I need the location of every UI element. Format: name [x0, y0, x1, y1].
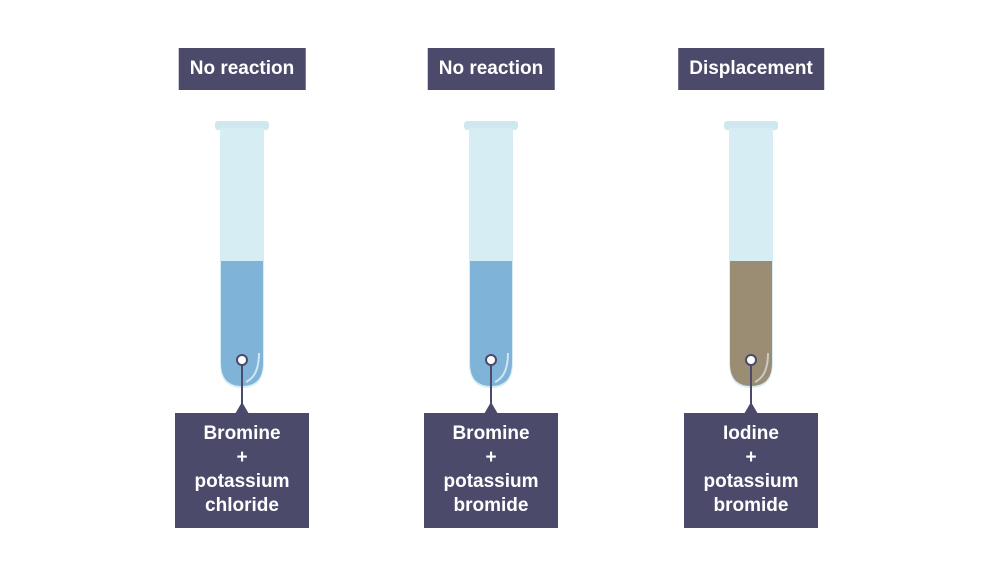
pointer-dot-icon — [745, 354, 757, 366]
reactant-name: Iodine — [723, 423, 779, 444]
test-tube-icon — [464, 121, 518, 414]
test-tube-group-2: No reaction Bromine + potassium bromide — [391, 0, 591, 567]
salt-name-line2: chloride — [205, 495, 279, 516]
result-label-1: No reaction — [178, 48, 306, 90]
reactant-name: Bromine — [452, 423, 530, 444]
pointer-dot-icon — [485, 354, 497, 366]
result-label-3: Displacement — [678, 48, 824, 90]
liquid-blue — [221, 261, 263, 386]
test-tube-icon — [215, 121, 269, 414]
reactant-name: Bromine — [203, 423, 281, 444]
test-tube-icon — [724, 121, 778, 414]
reactants-label-1: Bromine + potassium chloride — [175, 413, 309, 528]
salt-name-line2: bromide — [453, 495, 529, 516]
reactants-label-2: Bromine + potassium bromide — [424, 413, 558, 528]
plus-sign: + — [485, 447, 497, 468]
liquid-brown — [730, 261, 772, 386]
result-label-2: No reaction — [427, 48, 555, 90]
reactants-label-3: Iodine + potassium bromide — [684, 413, 818, 528]
test-tube-group-3: Displacement Iodine + potassium bromide — [651, 0, 851, 567]
plus-sign: + — [236, 447, 248, 468]
salt-name-line1: potassium — [443, 471, 539, 492]
test-tube-group-1: No reaction Bromine + potassium chloride — [142, 0, 342, 567]
salt-name-line2: bromide — [713, 495, 789, 516]
plus-sign: + — [745, 447, 757, 468]
pointer-dot-icon — [236, 354, 248, 366]
salt-name-line1: potassium — [194, 471, 290, 492]
liquid-blue — [470, 261, 512, 386]
salt-name-line1: potassium — [703, 471, 799, 492]
